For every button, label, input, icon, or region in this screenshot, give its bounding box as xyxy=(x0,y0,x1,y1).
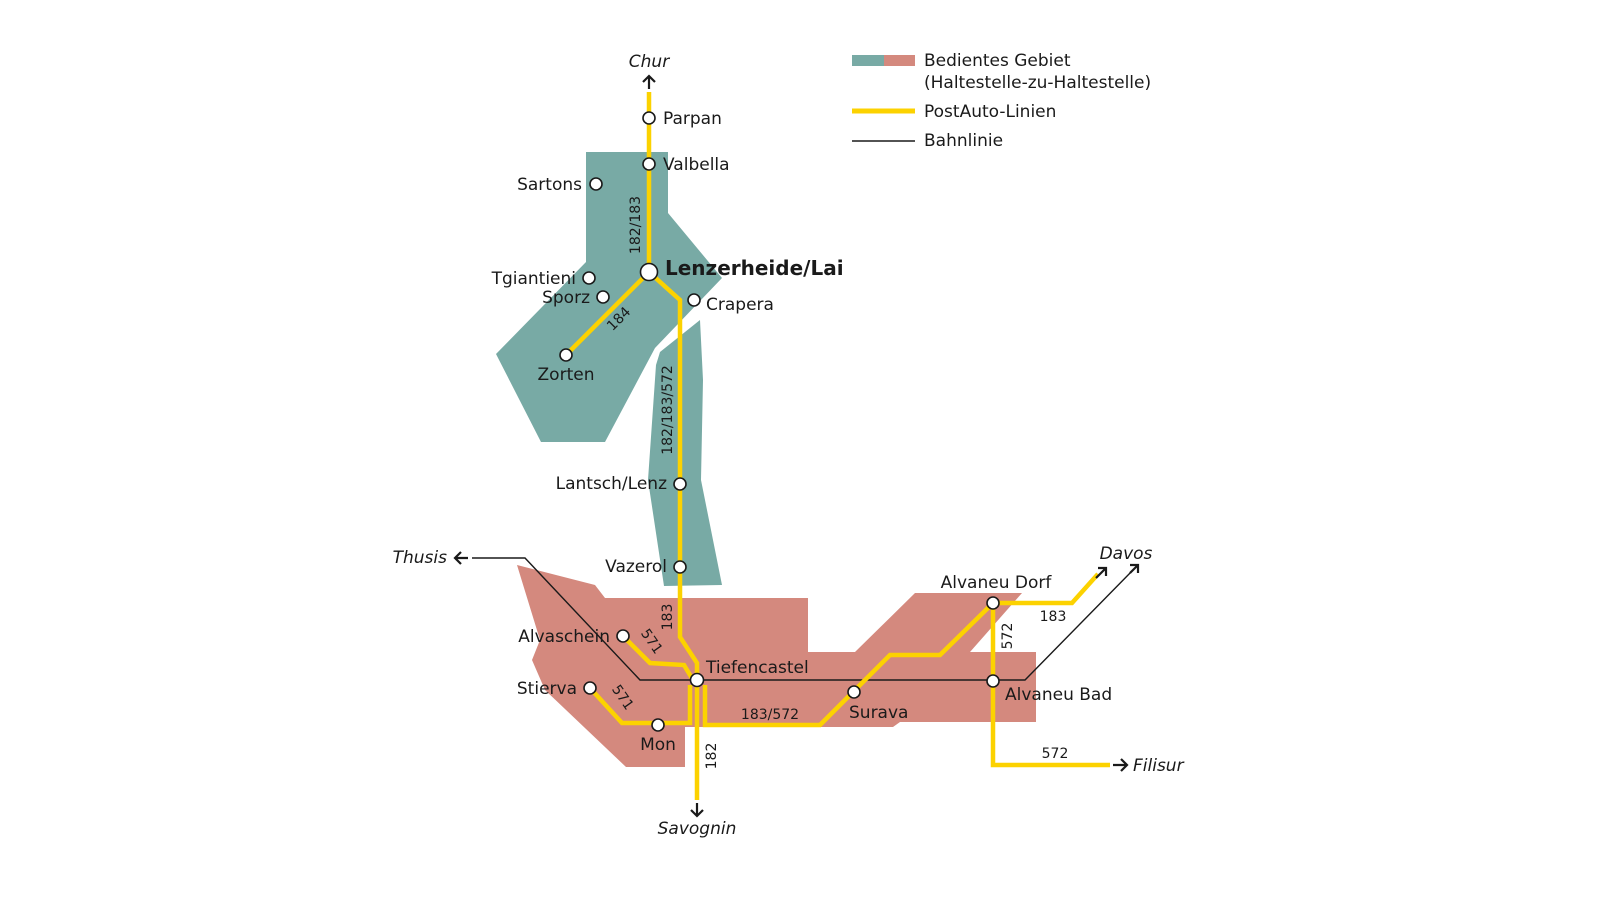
stop-tiefencastel[interactable] xyxy=(689,672,705,688)
stop-zorten[interactable] xyxy=(559,348,573,362)
bus-line-184 xyxy=(564,270,651,357)
arrow-up-icon xyxy=(642,74,656,89)
stop-lenzerheide[interactable] xyxy=(639,262,659,282)
route-label: 183 xyxy=(1040,609,1067,625)
stop-parpan[interactable] xyxy=(642,111,656,125)
arrow-up-right-icon xyxy=(1129,563,1140,574)
route-label: 572 xyxy=(1000,623,1016,650)
legend-rail-label: Bahnlinie xyxy=(924,131,1003,151)
stop-sporz[interactable] xyxy=(596,290,610,304)
label-valbella: Valbella xyxy=(663,155,730,175)
legend-swatch-teal xyxy=(852,55,884,66)
label-lantsch: Lantsch/Lenz xyxy=(556,474,667,494)
legend: Bedientes Gebiet (Haltestelle-zu-Haltest… xyxy=(852,51,1151,151)
stop-mon[interactable] xyxy=(651,718,665,732)
label-crapera: Crapera xyxy=(706,295,774,315)
route-label: 183 xyxy=(660,604,676,631)
bus-line-183-davos xyxy=(993,572,1100,606)
arrow-right-icon xyxy=(1113,758,1129,772)
label-alvaschein: Alvaschein xyxy=(518,627,610,647)
label-alvaneu-dorf: Alvaneu Dorf xyxy=(941,573,1053,593)
route-label: 182/183 xyxy=(628,196,644,254)
label-alvaneu-bad: Alvaneu Bad xyxy=(1005,685,1112,705)
stop-stierva[interactable] xyxy=(583,681,597,695)
stop-valbella[interactable] xyxy=(642,157,656,171)
stop-lantsch[interactable] xyxy=(673,477,687,491)
label-stierva: Stierva xyxy=(517,679,577,699)
arrow-left-icon xyxy=(453,551,468,565)
label-parpan: Parpan xyxy=(663,109,722,129)
destination-davos: Davos xyxy=(1100,544,1153,564)
label-tiefencastel: Tiefencastel xyxy=(705,658,809,678)
stop-vazerol[interactable] xyxy=(673,560,687,574)
label-sporz: Sporz xyxy=(542,288,590,308)
destination-filisur: Filisur xyxy=(1133,756,1185,776)
stop-surava[interactable] xyxy=(847,685,861,699)
route-label: 182/183/572 xyxy=(660,365,676,455)
rail-line xyxy=(472,557,1134,681)
label-sartons: Sartons xyxy=(517,175,582,195)
label-tgiantieni: Tgiantieni xyxy=(491,269,576,289)
label-lenzerheide: Lenzerheide/Lai xyxy=(665,256,844,280)
route-label: 182 xyxy=(704,743,720,770)
label-zorten: Zorten xyxy=(538,365,595,385)
bus-line-571-alvaschein xyxy=(621,634,695,682)
label-mon: Mon xyxy=(640,735,676,755)
stop-alvaschein[interactable] xyxy=(616,629,630,643)
arrow-down-icon xyxy=(690,803,704,818)
legend-swatch-salmon xyxy=(884,55,915,66)
legend-area-sub: (Haltestelle-zu-Haltestelle) xyxy=(924,73,1151,93)
label-surava: Surava xyxy=(849,703,908,723)
stop-tgiantieni[interactable] xyxy=(582,271,596,285)
legend-area-label: Bedientes Gebiet xyxy=(924,51,1071,71)
bus-line-572-filisur xyxy=(990,603,1110,768)
route-label: 572 xyxy=(1042,746,1069,762)
service-area-salmon xyxy=(517,565,1036,767)
destination-thusis: Thusis xyxy=(393,548,448,568)
service-area-teal-lower xyxy=(648,320,722,586)
label-vazerol: Vazerol xyxy=(605,557,667,577)
stop-sartons[interactable] xyxy=(589,177,603,191)
stop-crapera[interactable] xyxy=(687,293,701,307)
stop-alvaneu-dorf[interactable] xyxy=(986,596,1000,610)
destination-savognin: Savognin xyxy=(658,819,737,839)
legend-bus-label: PostAuto-Linien xyxy=(924,102,1056,122)
route-label: 183/572 xyxy=(741,707,799,723)
arrow-up-right-icon xyxy=(1095,566,1108,579)
stop-alvaneu-bad[interactable] xyxy=(986,674,1000,688)
destination-chur: Chur xyxy=(629,52,670,72)
